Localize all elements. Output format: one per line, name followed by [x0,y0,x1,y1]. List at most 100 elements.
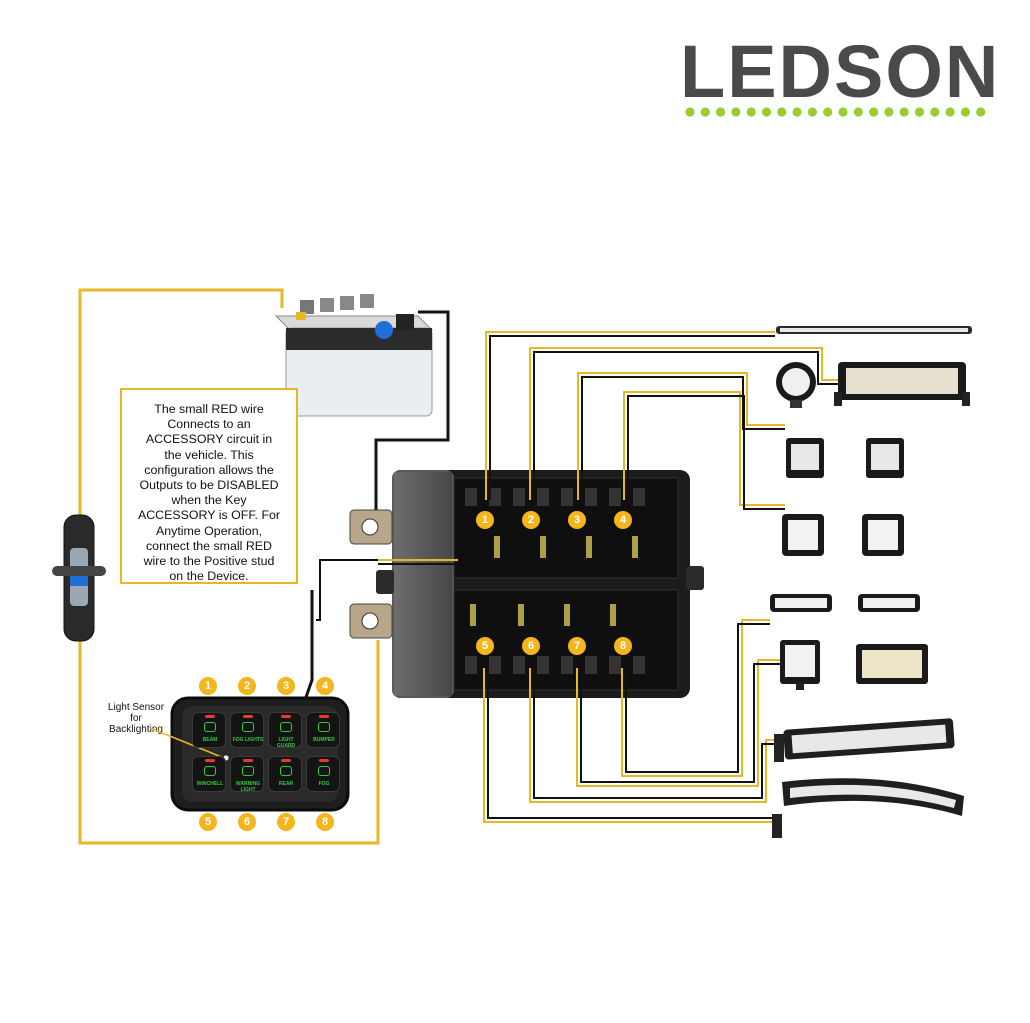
fog-light-icon [242,722,254,732]
switch-button-label: WARNING LIGHT [235,781,261,793]
info-line: on the Device. [169,569,249,584]
panel-number-badge: 8 [316,813,334,831]
logo-dot [746,107,756,117]
logo-dot [976,107,986,117]
switch-button-2[interactable]: FOG LIGHTS [230,712,264,748]
output-number-badge: 2 [522,511,540,529]
logo-dot [685,107,695,117]
switch-button-label: FOG LIGHTS [232,737,264,743]
rectangular-flood-light [856,644,928,684]
switch-button-5[interactable]: WINCHELL [192,756,226,792]
indicator-led [243,715,253,718]
switch-button-label: BUMPER [313,737,335,743]
headlight-icon [204,722,216,732]
info-line: connect the small RED [145,538,273,553]
switch-button-4[interactable]: BUMPER [306,712,340,748]
rear-light-icon [280,766,292,776]
logo-dot [869,107,879,117]
bumper-light-icon [318,722,330,732]
square-pod-light-1 [782,514,824,556]
switch-button-6[interactable]: WARNING LIGHT [230,756,264,793]
accessory-wire [316,559,400,621]
sensor-label-line: Light Sensor [107,702,165,713]
mini-bar-light-2 [858,594,920,612]
output-number-badge: 1 [476,511,494,529]
inline-fuse-holder [52,514,106,642]
output-number-badge: 6 [522,637,540,655]
indicator-led [205,715,215,718]
indicator-led [319,715,329,718]
warning-light-icon [242,766,254,776]
cube-light-2 [866,438,904,478]
straight-light-bar [774,718,955,762]
panel-number-badge: 7 [277,813,295,831]
info-line: ACCESSORY is OFF. For [137,508,281,523]
round-work-light [776,362,816,408]
logo-dot [899,107,909,117]
dual-row-light-bar [834,362,970,406]
output-number-badge: 8 [614,637,632,655]
info-line: ACCESSORY circuit in [145,432,273,447]
switch-button-7[interactable]: REAR [268,756,302,792]
info-line: Anytime Operation, [155,523,263,538]
logo-dot [731,107,741,117]
indicator-led [281,759,291,762]
info-line: wire to the Positive stud [143,554,275,569]
ledson-logo: LEDSON [680,32,998,122]
logo-dot [761,107,772,117]
logo-dot [838,107,848,117]
output-number-badge: 7 [568,637,586,655]
switch-button-label: WINCHELL [196,781,224,787]
output-number-badge: 4 [614,511,632,529]
info-line: the vehicle. This [164,447,254,462]
indicator-led [243,759,253,762]
light-bar-icon [280,722,292,732]
panel-number-badge: 3 [277,677,295,695]
logo-dot [716,107,726,117]
info-line: configuration allows the [144,462,274,477]
switch-button-label: LIGHT GUARD [276,737,296,749]
battery [274,294,434,417]
logo-dot [823,107,833,117]
high-beam-icon [204,766,216,776]
cube-light-1 [786,438,824,478]
logo-dots [685,107,986,117]
panel-number-badge: 5 [199,813,217,831]
brand-name: LEDSON [680,30,1001,113]
switch-button-3[interactable]: LIGHT GUARD [268,712,302,749]
info-line: Outputs to be DISABLED [139,478,279,493]
panel-number-badge: 1 [199,677,217,695]
output-number-badge: 3 [568,511,586,529]
info-line: when the Key [171,493,247,508]
switch-button-1[interactable]: BEAM [192,712,226,748]
positive-wire-loop [78,288,380,845]
output-number-badge: 5 [476,637,494,655]
curved-light-bar [772,778,964,838]
logo-dot [777,107,787,117]
square-flood-light [780,640,820,690]
indicator-led [205,759,215,762]
logo-dot [945,107,955,117]
logo-dot [884,107,894,117]
fog-icon [318,766,330,776]
logo-dot [960,107,970,117]
square-pod-light-2 [862,514,904,556]
panel-number-badge: 6 [238,813,256,831]
switch-button-label: FOG [318,781,330,787]
logo-dot [914,107,925,117]
logo-dot [700,107,710,117]
logo-dot [853,107,863,117]
light-bar-top [776,326,972,334]
indicator-led [319,759,329,762]
output-wires [378,331,840,823]
logo-dot [930,107,940,117]
switch-button-8[interactable]: FOG [306,756,340,792]
ground-wire [374,310,450,520]
info-line: Connects to an [167,417,251,432]
logo-dot [807,107,817,117]
switch-button-label: BEAM [202,737,218,743]
indicator-led [281,715,291,718]
